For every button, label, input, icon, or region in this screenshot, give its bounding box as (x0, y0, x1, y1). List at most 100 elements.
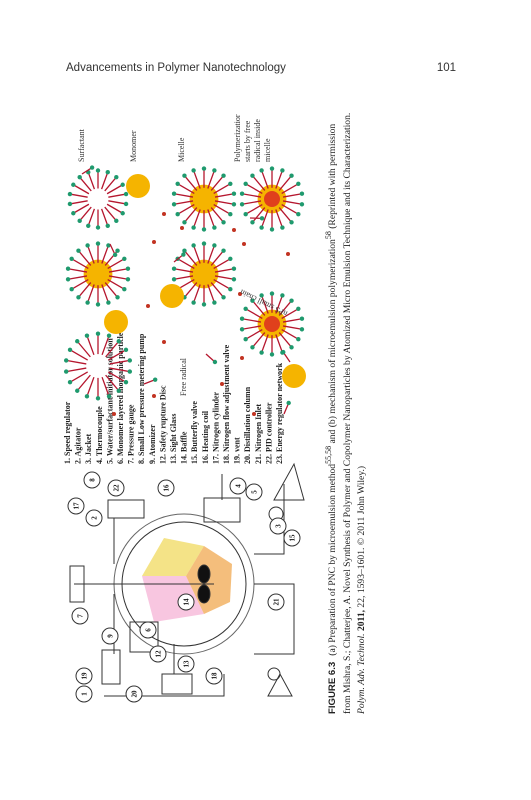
surfactant-molecule (207, 209, 217, 230)
surfactant-molecule (239, 325, 262, 332)
surfactant-molecule (65, 266, 88, 273)
surfactant-molecule (239, 316, 262, 323)
surfactant-molecule (105, 374, 121, 393)
surfactant-molecule (210, 173, 226, 191)
caption-ref-2: 58 (324, 231, 333, 240)
surfactant-molecule (250, 298, 266, 316)
surfactant-molecule (67, 200, 88, 207)
surfactant-molecule (213, 256, 233, 269)
surfactant-molecule (101, 284, 111, 305)
surfactant-molecule (191, 209, 201, 230)
surfactant-molecule (109, 367, 133, 374)
callout (101, 627, 119, 645)
callout-number: 5 (251, 490, 259, 494)
caption-text-4: 22, 1593–1601. © 2011 John Wiley.) (356, 465, 368, 610)
surfactant-molecule (182, 173, 198, 191)
surfactant-molecule (85, 284, 95, 305)
surfactant-molecule (101, 376, 112, 399)
surfactant-molecule (106, 182, 125, 195)
surfactant-molecule (259, 168, 269, 189)
surfactant-molecule (81, 165, 95, 175)
callout-number: 6 (145, 628, 153, 632)
callout-number: 8 (89, 478, 97, 482)
surfactant-molecule (191, 243, 201, 264)
surfactant-molecule (243, 329, 263, 342)
book-title: Advancements in Polymer Nanotechnology (66, 62, 286, 74)
surfactant-molecule (259, 293, 269, 314)
yellow-zone (142, 538, 204, 576)
surfactant-molecule (95, 168, 101, 189)
surfactant-molecule (71, 203, 90, 216)
micelle (257, 309, 287, 339)
micelle (257, 184, 287, 214)
free-radical (240, 356, 244, 360)
surfactant-molecule (243, 204, 263, 217)
surfactant-molecule (283, 400, 291, 415)
caption-text-2: and (b) mechanism of microemulsion polym… (327, 239, 339, 446)
micelle (189, 184, 219, 214)
surfactant-molecule (171, 266, 194, 273)
micelle-mechanism (63, 165, 306, 416)
surfactant-molecule (201, 210, 207, 232)
surfactant-molecule (278, 332, 294, 350)
surfactant-molecule (76, 248, 92, 266)
caption-ref-1: 55,58 (324, 445, 333, 464)
surfactant-molecule (100, 170, 110, 190)
surfactant-molecule (191, 284, 201, 305)
page-number: 101 (436, 62, 456, 74)
surfactant-molecule (201, 241, 207, 263)
surfactant-molecule (250, 332, 266, 350)
surfactant-molecule (95, 377, 101, 401)
surfactant-molecule (259, 334, 269, 355)
caption-year: 2011, (356, 609, 368, 634)
pink-zone (142, 576, 204, 622)
surfactant-molecule (243, 181, 263, 194)
surfactant-molecule (107, 371, 129, 385)
legend-item: 5. Water/surfactant/initiator solution (105, 338, 114, 464)
surfactant-molecule (207, 168, 217, 189)
legend-item: 2. Agitator (74, 427, 83, 464)
surfactant-molecule (108, 275, 131, 282)
callout-number: 7 (77, 614, 85, 618)
legend-item: 15. Butterfly valve (190, 401, 199, 464)
surfactant-molecule (275, 209, 285, 230)
surfactant-molecule (77, 174, 92, 192)
surfactant-molecule (175, 204, 195, 217)
surfactant-molecule (100, 208, 110, 228)
surfactant-molecule (281, 306, 301, 319)
surfactant-molecule (71, 182, 90, 195)
callout (125, 685, 143, 703)
free-radical (286, 252, 290, 256)
surfactant-molecule (95, 209, 101, 230)
surfactant-molecule (207, 284, 217, 305)
surfactant-molecule (210, 207, 226, 225)
running-header: Advancements in Polymer Nanotechnology 1… (66, 62, 456, 78)
surfactant-molecule (84, 376, 95, 399)
surfactant-molecule (108, 200, 129, 207)
surfactant-molecule (65, 275, 88, 282)
label-micelle: Micelle (177, 137, 186, 162)
monomer-droplet (104, 310, 128, 334)
surfactant-molecule (282, 325, 305, 332)
figure-caption: FIGURE 6.3(a) Preparation of PNC by micr… (322, 110, 370, 714)
callout-number: 13 (183, 660, 191, 668)
surfactant-molecule (84, 333, 95, 356)
surfactant-molecule (269, 291, 275, 313)
callout-number: 12 (155, 650, 163, 658)
caption-text-1: (a) Preparation of PNC by microemulsion … (327, 463, 339, 656)
legend-item: 22. PID controller (264, 402, 273, 464)
surfactant-molecule (67, 191, 88, 198)
surfactant-molecule (214, 266, 237, 273)
callout (177, 655, 195, 673)
surfactant-molecule (76, 282, 92, 300)
surfactant-molecule (249, 216, 265, 221)
surfactant-molecule (182, 248, 198, 266)
callout (75, 685, 93, 703)
legend-item: 3. Jacket (84, 433, 93, 464)
surfactant-molecule (269, 210, 275, 232)
callout (139, 621, 157, 639)
surfactant-molecule (171, 191, 194, 198)
surfactant-molecule (282, 191, 305, 198)
